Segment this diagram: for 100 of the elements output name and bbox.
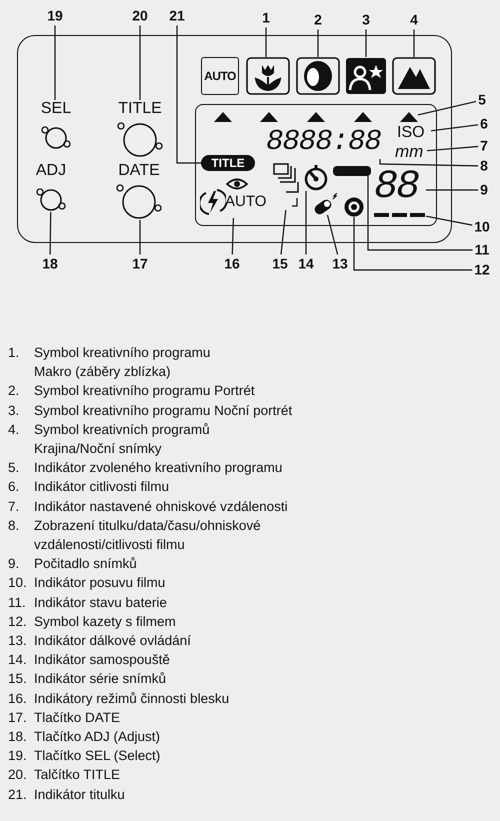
segment-digits: 88 — [374, 168, 426, 208]
leader-line — [139, 26, 141, 100]
head-icon — [296, 57, 340, 95]
mode-text: AUTO — [225, 194, 266, 210]
button-label: ADJ — [34, 162, 68, 180]
item-number: 14. — [8, 651, 28, 670]
callout-number: 21 — [169, 8, 185, 24]
segment-digits: 8888:88 — [266, 124, 394, 159]
callout-number: 15 — [272, 256, 288, 272]
item-description: Symbol kreativního programu Noční portrét — [34, 402, 294, 420]
item-number: 8. — [8, 516, 20, 535]
callout-number: 1 — [262, 10, 270, 26]
item-description: Indikátor titulku — [34, 786, 126, 804]
callout-number: 17 — [132, 256, 148, 272]
item-number: 15. — [8, 670, 28, 688]
item-number: 20. — [8, 766, 28, 784]
leader-line — [50, 212, 52, 254]
callout-number: 2 — [314, 12, 322, 28]
item-number: 10. — [8, 574, 28, 592]
callout-number: 12 — [474, 262, 490, 278]
item-description: Symbol kreativních programů Krajina/Noční snímky — [34, 420, 211, 458]
button-label: DATE — [117, 162, 161, 180]
triangle-mark — [307, 112, 325, 122]
remote-icon — [313, 193, 337, 215]
item-description: Indikátor citlivosti filmu — [34, 478, 170, 496]
item-description: Indikátor zvoleného kreativního programu — [34, 459, 284, 478]
callout-number: 13 — [332, 256, 348, 272]
item-description: Talčítko TITLE — [34, 766, 122, 784]
callout-number: 5 — [478, 92, 486, 108]
leader-line — [379, 159, 478, 166]
item-description: Symbol kazety s filmem — [34, 612, 177, 631]
callout-number: 18 — [42, 256, 58, 272]
item-description: Indikátor série snímků — [34, 670, 168, 688]
item-number: 3. — [8, 402, 20, 420]
callout-number: 19 — [47, 8, 63, 24]
item-number: 9. — [8, 555, 20, 574]
leader-line — [326, 214, 338, 255]
item-description: Indikátor posuvu filmu — [34, 574, 166, 592]
item-number: 12. — [8, 612, 28, 631]
item-description: Indikátor dálkové ovládání — [34, 632, 192, 650]
button-label: TITLE — [117, 100, 163, 118]
item-number: 19. — [8, 747, 28, 766]
title-indicator: TITLE — [201, 155, 255, 171]
item-description: Počitadlo snímků — [34, 555, 138, 574]
item-description: Tlačítko SEL (Select) — [34, 747, 162, 766]
timer-icon — [303, 163, 329, 191]
callout-number: 16 — [224, 256, 240, 272]
battery-bar — [333, 166, 371, 176]
mode-indicator: AUTO — [201, 57, 239, 95]
leader-line — [317, 30, 319, 57]
item-number: 4. — [8, 420, 20, 439]
leader-line — [232, 218, 234, 255]
item-number: 5. — [8, 459, 20, 478]
callout-number: 9 — [480, 182, 488, 198]
leader-line — [265, 28, 267, 57]
item-description: Tlačítko ADJ (Adjust) — [34, 728, 162, 746]
callout-number: 8 — [480, 158, 488, 174]
leader-line — [430, 124, 478, 132]
leader-line — [305, 191, 307, 254]
leader-line — [426, 216, 472, 226]
dash-bar — [374, 212, 426, 218]
leader-line — [367, 176, 473, 251]
callout-number: 10 — [474, 220, 490, 234]
item-description: Symbol kreativního programu Makro (záběry zblízka) — [34, 344, 212, 382]
leader-line — [413, 30, 415, 57]
callout-number: 6 — [480, 116, 488, 132]
item-description: Zobrazení titulku/data/času/ohniskové vzdálenosti/citlivosti filmu — [34, 516, 262, 554]
item-description: Tlačítko DATE — [34, 708, 122, 727]
item-number: 13. — [8, 632, 28, 650]
item-number: 1. — [8, 344, 20, 362]
leader-line — [418, 100, 476, 116]
callout-number: 4 — [410, 12, 418, 28]
item-number: 16. — [8, 690, 28, 708]
leader-line — [54, 26, 56, 100]
triangle-mark — [354, 112, 372, 122]
item-number: 2. — [8, 382, 20, 400]
callout-number: 14 — [298, 256, 314, 272]
flower-icon — [246, 57, 290, 95]
item-number: 11. — [8, 594, 27, 612]
callout-number: 7 — [480, 138, 488, 154]
item-number: 17. — [8, 708, 28, 727]
button-label: SEL — [40, 100, 72, 118]
leader-line — [353, 217, 472, 271]
triangle-mark — [260, 112, 278, 122]
lcd-text: mm — [395, 144, 427, 159]
lcd-text: ISO — [397, 125, 431, 141]
item-number: 7. — [8, 498, 20, 516]
item-description: Indikátor nastavené ohniskové vzdálenosti — [34, 498, 289, 516]
triangle-mark — [400, 112, 418, 122]
item-description: Indikátory režimů činnosti blesku — [34, 690, 230, 708]
item-number: 18. — [8, 728, 28, 746]
callout-number: 11 — [474, 242, 490, 258]
item-number: 6. — [8, 478, 20, 496]
triangle-mark — [214, 112, 232, 122]
leader-line — [365, 30, 367, 57]
leader-line — [426, 189, 478, 191]
leader-line — [176, 26, 201, 164]
ring-icon — [344, 197, 364, 217]
callout-number: 20 — [132, 8, 148, 24]
item-description: Symbol kreativního programu Portrét — [34, 382, 256, 400]
